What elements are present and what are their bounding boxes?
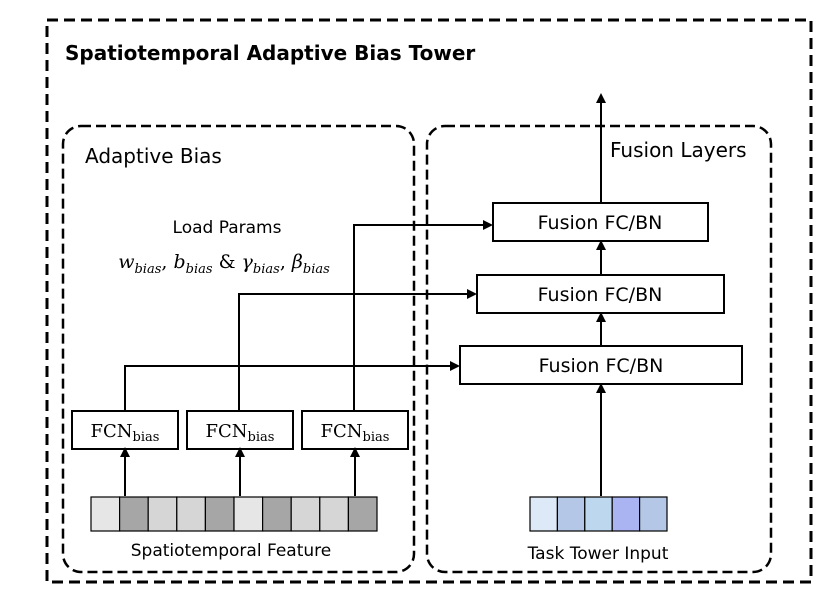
feature-cell-2 <box>118 496 149 532</box>
load-params-label: Load Params <box>173 218 282 238</box>
w-subscript: bias <box>134 262 161 277</box>
fcn-3-sub: bias <box>363 430 390 445</box>
fcn-2-main: FCN <box>206 421 248 442</box>
spatiotemporal-feature-vector <box>90 496 378 532</box>
input-cell-1 <box>529 496 558 532</box>
formula-sep-1: , <box>161 251 173 273</box>
formula-amp: & <box>213 251 242 273</box>
fusion-layer-bottom: Fusion FC/BN <box>459 345 743 385</box>
svg-text:FCNbias: FCNbias <box>91 421 160 445</box>
feature-cell-7 <box>262 496 292 532</box>
tower-title: Spatiotemporal Adaptive Bias Tower <box>65 41 475 65</box>
connector-fcn2-to-fusion-middle <box>238 289 477 410</box>
outer-tower-frame <box>45 18 813 584</box>
fusion-layer-top-label: Fusion FC/BN <box>538 212 663 234</box>
task-tower-input-label: Task Tower Input <box>527 544 669 564</box>
fcn-bias-module-3: FCNbias <box>301 410 409 450</box>
fcn-3-main: FCN <box>321 421 363 442</box>
input-cell-3 <box>584 496 613 532</box>
svg-text:FCNbias: FCNbias <box>206 421 275 445</box>
feature-cell-8 <box>290 496 321 532</box>
fusion-layer-bottom-label: Fusion FC/BN <box>539 355 664 377</box>
fcn-1-main: FCN <box>91 421 133 442</box>
w-symbol: w <box>118 251 134 273</box>
adaptive-bias-label: Adaptive Bias <box>85 144 222 168</box>
feature-cell-4 <box>176 496 207 532</box>
connector-fcn1-to-fusion-bottom <box>124 361 460 410</box>
feature-cell-5 <box>204 496 235 532</box>
fusion-layer-middle-label: Fusion FC/BN <box>538 284 663 306</box>
fusion-layer-middle: Fusion FC/BN <box>476 274 725 314</box>
fusion-layers-group <box>425 124 773 574</box>
input-cell-4 <box>611 496 641 532</box>
fusion-layer-top: Fusion FC/BN <box>492 202 709 242</box>
input-cell-5 <box>638 496 668 532</box>
fcn-2-sub: bias <box>248 430 275 445</box>
svg-text:FCNbias: FCNbias <box>321 421 390 445</box>
feature-cell-3 <box>147 496 178 532</box>
adaptive-bias-group <box>61 124 416 574</box>
fcn-bias-module-1: FCNbias <box>71 410 179 450</box>
connector-fcn3-to-fusion-top <box>353 220 493 410</box>
feature-cell-9 <box>319 496 349 532</box>
gamma-subscript: bias <box>253 262 280 277</box>
feature-cell-10 <box>347 496 378 532</box>
load-params-formula: wbias, bbias & γbias, βbias <box>118 251 330 277</box>
beta-subscript: bias <box>303 262 330 277</box>
b-subscript: bias <box>186 262 213 277</box>
spatiotemporal-feature-label: Spatiotemporal Feature <box>131 541 331 561</box>
formula-sep-2: , <box>280 251 292 273</box>
task-tower-input-vector <box>529 496 668 532</box>
fcn-bias-module-2: FCNbias <box>186 410 294 450</box>
gamma-symbol: γ <box>242 251 254 273</box>
b-symbol: b <box>173 251 185 273</box>
fcn-1-sub: bias <box>133 430 160 445</box>
feature-cell-1 <box>90 496 121 532</box>
feature-cell-6 <box>233 496 264 532</box>
beta-symbol: β <box>291 251 303 273</box>
fusion-layers-label: Fusion Layers <box>610 138 747 162</box>
input-cell-2 <box>556 496 586 532</box>
